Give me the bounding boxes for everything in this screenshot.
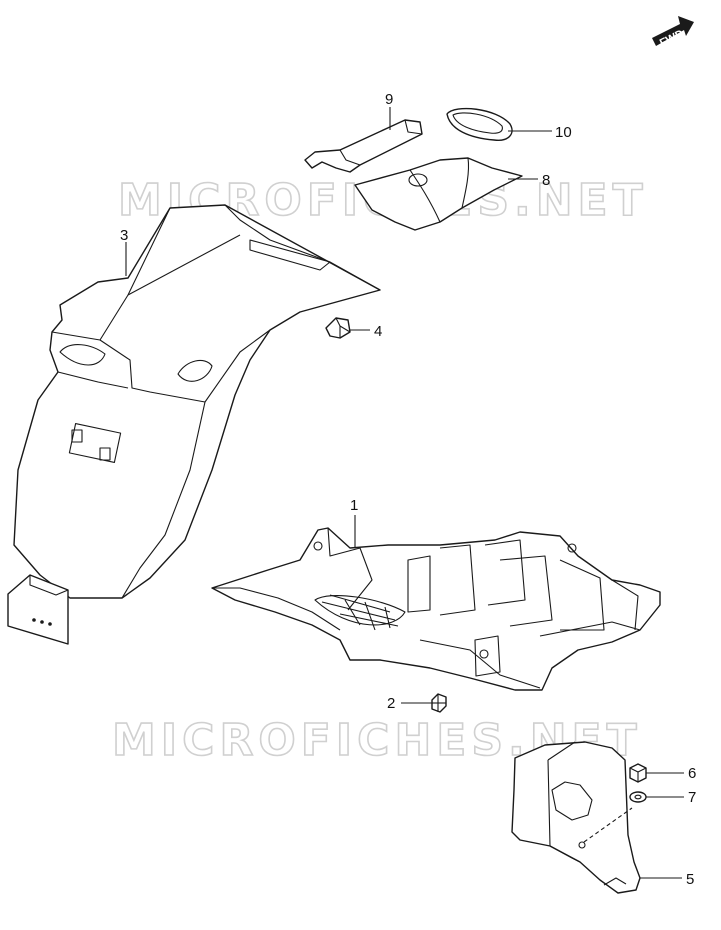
part-1-undertray	[211, 527, 661, 691]
part-9-bracket	[304, 119, 423, 173]
part-5-cover-plate	[511, 741, 641, 894]
callout-8: 8	[542, 172, 550, 189]
fwd-label: FWD	[658, 28, 686, 50]
part-2-bolt	[431, 693, 447, 713]
callout-2: 2	[387, 695, 395, 712]
callout-9: 9	[385, 91, 393, 108]
fwd-arrow-icon: FWD	[652, 16, 694, 50]
callout-5: 5	[686, 871, 694, 888]
callout-7: 7	[688, 789, 696, 806]
part-8-cover	[354, 157, 523, 231]
part-4-clip	[325, 317, 351, 339]
part-10-band	[446, 107, 513, 141]
callout-1: 1	[350, 497, 358, 514]
callout-6: 6	[688, 765, 696, 782]
part-3-rear-fender	[7, 204, 381, 645]
callout-10: 10	[555, 124, 572, 141]
part-6-bolt	[629, 763, 647, 783]
callout-3: 3	[120, 227, 128, 244]
leader-lines	[125, 107, 684, 879]
part-7-washer	[629, 791, 647, 803]
callout-4: 4	[374, 323, 382, 340]
